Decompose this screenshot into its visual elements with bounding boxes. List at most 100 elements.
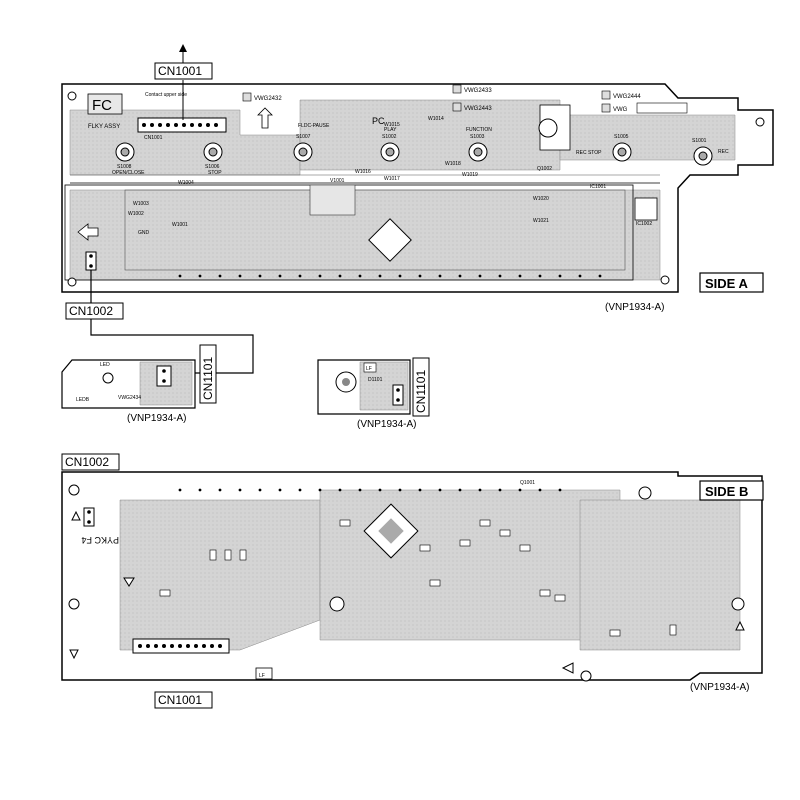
led-board-code: VWG2434 [118, 395, 141, 401]
lf-diode-ref: D1101 [368, 377, 383, 383]
led-icon [102, 372, 114, 384]
led-board-part-number: (VNP1934-A) [127, 413, 186, 424]
side-b-triangle-mark [69, 649, 79, 660]
component-ref: W1019 [462, 172, 478, 178]
cn1002-wire [90, 270, 254, 374]
pc-label: PC [372, 116, 385, 126]
cn1002-top-label: CN1002 [69, 304, 113, 318]
side-b-cn1002-pad [83, 507, 95, 527]
component-ref: W1001 [172, 222, 188, 228]
cn1001-bottom-box [154, 691, 213, 709]
cn1001-bottom-label: CN1001 [158, 693, 202, 707]
side-a-ic [368, 218, 412, 262]
cn1101-b-box [412, 357, 430, 417]
fc-title: FLKY ASSY [88, 124, 120, 130]
component-ref: W1003 [133, 201, 149, 207]
side-b-copper-2 [319, 489, 621, 641]
side-b-board [61, 471, 763, 682]
side-a-holes [67, 91, 765, 287]
side-a-label: SIDE A [705, 276, 748, 291]
side-b-triangle-mark [735, 620, 745, 631]
cn1101-b-label: CN1101 [414, 370, 428, 413]
side-a-block [309, 184, 356, 216]
switch-ref: S1003 [470, 134, 485, 140]
side-b-pykc-mark: PYKC F4 [81, 535, 119, 545]
led-label: LED [100, 362, 110, 368]
component-ref: GND [138, 230, 150, 236]
side-a-switches [115, 118, 713, 166]
side-b-triangle-mark [561, 662, 574, 674]
component-ref: Q1002 [537, 166, 552, 172]
lf-label: LF [366, 366, 372, 372]
side-b-lf-mark: LF [259, 673, 265, 679]
cn1101-a-label: CN1101 [201, 357, 215, 400]
switch-func: REC [718, 149, 729, 155]
switch-func: OPEN/CLOSE [112, 170, 145, 176]
side-a-arrow-mark [77, 223, 99, 241]
side-b-lf-box [255, 667, 273, 680]
led-board-connector [156, 365, 172, 387]
side-a-block [634, 197, 658, 221]
lf-board-connector [392, 384, 404, 406]
led-board [61, 344, 217, 409]
fc-badge: FC [92, 97, 112, 114]
switch-func: PLAY [384, 127, 397, 133]
switch-ref: S1005 [614, 134, 629, 140]
side-b-copper-3 [579, 499, 741, 651]
component-ref: IC1002 [636, 221, 652, 227]
switch-func: FLDC-PAUSE [298, 123, 330, 129]
component-ref: W1021 [533, 218, 549, 224]
side-a-copper-4 [69, 189, 661, 281]
side-b-label-box [699, 480, 764, 501]
component-ref: CN1001 [144, 135, 163, 141]
side-a-window [124, 189, 626, 271]
lf-board [317, 357, 430, 417]
side-a-bottom-pins [178, 274, 602, 278]
cn1002-bottom-label: CN1002 [65, 455, 109, 469]
component-ref: IC1001 [590, 184, 606, 190]
component-ref: V1001 [330, 178, 345, 184]
side-a-label-box [699, 272, 764, 293]
side-a-arrow-mark [257, 107, 273, 129]
cn1001-top-arrow-icon [179, 44, 187, 52]
side-b-copper-1 [119, 499, 321, 651]
lf-board-part-number: (VNP1934-A) [357, 419, 416, 430]
component-ref: W1014 [428, 116, 444, 122]
cn1002-bottom-box [61, 453, 120, 471]
led-board-name: LEDB [76, 397, 90, 403]
switch-ref: S1001 [692, 138, 707, 144]
lf-label-box [363, 362, 377, 373]
cn1001-top-label: CN1001 [158, 64, 202, 78]
cn1101-a-box [199, 344, 217, 404]
vwg-code: VWG2444 [613, 94, 641, 100]
fc-note: Contact upper side [145, 92, 187, 98]
side-b-label: SIDE B [705, 484, 748, 499]
vwg-code: VWG2432 [254, 96, 282, 102]
component-ref: W1018 [445, 161, 461, 167]
side-b-top-pins [178, 488, 562, 492]
switch-ref: S1006 [205, 164, 220, 170]
component-ref: W1015 [384, 122, 400, 128]
vwg-code: VWG2443 [464, 106, 492, 112]
switch-ref: S1007 [296, 134, 311, 140]
switch-func: REC STOP [576, 150, 602, 156]
side-a-header-pins [142, 123, 218, 127]
switch-func: FUNCTION [466, 127, 492, 133]
component-ref: W1002 [128, 211, 144, 217]
side-b-triangle-mark [71, 510, 81, 521]
component-ref: W1016 [355, 169, 371, 175]
side-b-triangle-mark [123, 577, 135, 587]
component-ref: W1020 [533, 196, 549, 202]
fc-badge-box [87, 93, 123, 115]
switch-func: STOP [208, 170, 222, 176]
side-b-header-pins [138, 644, 222, 648]
cn1001-top-box [154, 62, 213, 80]
side-b-q1001-mark: Q1001 [520, 480, 535, 486]
component-ref: W1017 [384, 176, 400, 182]
side-b-smd-parts [159, 519, 677, 637]
side-b-part-number: (VNP1934-A) [690, 682, 749, 693]
vwg-markers [242, 84, 688, 114]
vwg-code: VWG2433 [464, 88, 492, 94]
component-ref: W1004 [178, 180, 194, 186]
